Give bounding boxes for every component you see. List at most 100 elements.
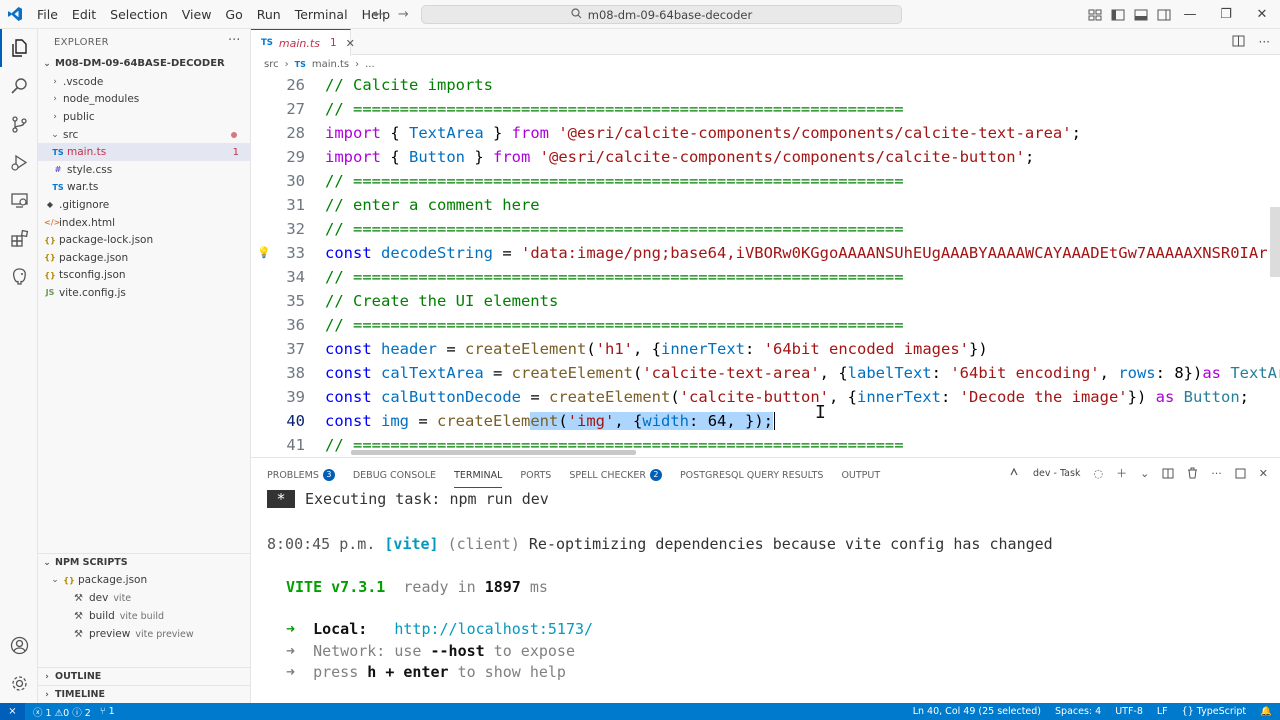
menu-item-terminal[interactable]: Terminal — [294, 6, 348, 22]
postgresql-icon[interactable] — [0, 257, 38, 295]
trash-icon[interactable] — [1187, 467, 1198, 479]
breadcrumb-segment[interactable]: TS — [294, 60, 306, 69]
workspace-root[interactable]: ⌄ M08-DM-09-64BASE-DECODER — [38, 55, 251, 73]
tree-item-src[interactable]: ⌄src — [38, 126, 251, 144]
code-line[interactable]: 34// ===================================… — [251, 265, 1280, 289]
code-line[interactable]: 36// ===================================… — [251, 313, 1280, 337]
close-window-button[interactable]: ✕ — [1256, 7, 1268, 22]
tree-item-tsconfig-json[interactable]: {}tsconfig.json — [38, 267, 251, 285]
explorer-icon[interactable] — [0, 29, 38, 67]
code-line[interactable]: 32// ===================================… — [251, 217, 1280, 241]
encoding[interactable]: UTF-8 — [1115, 706, 1143, 717]
editor-more-icon[interactable]: ··· — [1258, 35, 1270, 49]
search-view-icon[interactable] — [0, 67, 38, 105]
forward-arrow-icon[interactable]: → — [397, 7, 409, 22]
ports-status[interactable]: ⑂ 1 — [100, 706, 115, 717]
tree-item-node-modules[interactable]: ›node_modules — [38, 91, 251, 109]
tab-postgresql-query-results[interactable]: POSTGRESQL QUERY RESULTS — [680, 465, 823, 485]
horizontal-scrollbar[interactable] — [351, 450, 636, 455]
panel-more-icon[interactable]: ··· — [1211, 466, 1222, 480]
notifications-bell-icon[interactable]: 🔔 — [1260, 706, 1272, 717]
breadcrumb-segment[interactable]: main.ts — [311, 59, 350, 70]
menu-item-run[interactable]: Run — [256, 6, 281, 22]
source-control-icon[interactable] — [0, 105, 38, 143]
tree-item-style-css[interactable]: #style.css — [38, 161, 251, 179]
code-line[interactable]: 27// ===================================… — [251, 97, 1280, 121]
cursor-position[interactable]: Ln 40, Col 49 (25 selected) — [912, 706, 1042, 717]
menu-item-file[interactable]: File — [37, 6, 58, 22]
manage-gear-icon[interactable] — [0, 664, 38, 702]
code-line[interactable]: 41// ===================================… — [251, 433, 1280, 456]
extensions-icon[interactable] — [0, 219, 38, 257]
tab-ports[interactable]: PORTS — [520, 465, 551, 485]
npm-package-json[interactable]: ⌄ {} package.json — [38, 571, 251, 589]
new-terminal-icon[interactable]: ＋ — [1116, 467, 1128, 480]
run-debug-icon[interactable] — [0, 143, 38, 181]
chevron-down-icon[interactable]: ⌄ — [1140, 466, 1150, 480]
task-label[interactable]: dev - Task — [1032, 467, 1081, 479]
account-icon[interactable] — [0, 626, 38, 664]
code-line[interactable]: 33💡const decodeString = 'data:image/png;… — [251, 241, 1280, 265]
close-panel-icon[interactable]: ✕ — [1258, 466, 1268, 480]
breadcrumb-segment[interactable]: ... — [365, 59, 375, 70]
indentation[interactable]: Spaces: 4 — [1055, 706, 1102, 717]
problems-status[interactable]: ⓧ 1 ⚠0 ⓘ 2 — [33, 705, 91, 719]
tab-main-ts[interactable]: TS main.ts 1 ✕ — [251, 29, 355, 56]
menu-item-selection[interactable]: Selection — [110, 6, 168, 22]
customize-layout-icon[interactable] — [1088, 9, 1102, 21]
menu-item-view[interactable]: View — [181, 6, 212, 22]
menu-item-go[interactable]: Go — [225, 6, 243, 22]
npm-scripts-header[interactable]: ⌄ NPM SCRIPTS — [38, 553, 251, 571]
outline-header[interactable]: › OUTLINE — [38, 667, 251, 685]
command-center[interactable]: m08-dm-09-64base-decoder — [421, 5, 902, 24]
tree-item--gitignore[interactable]: ◆.gitignore — [38, 196, 251, 214]
maximize-panel-icon[interactable] — [1235, 468, 1246, 479]
maximize-button[interactable]: ❐ — [1220, 7, 1232, 22]
tree-item-public[interactable]: ›public — [38, 108, 251, 126]
code-line[interactable]: 31// enter a comment here — [251, 193, 1280, 217]
tree-item-index-html[interactable]: </>index.html — [38, 214, 251, 232]
vertical-scrollbar[interactable] — [1270, 207, 1280, 277]
tab-terminal[interactable]: TERMINAL — [454, 465, 503, 488]
menu-item-edit[interactable]: Edit — [71, 6, 97, 22]
lightbulb-icon[interactable]: 💡 — [257, 246, 271, 259]
tab-debug-console[interactable]: DEBUG CONSOLE — [353, 465, 436, 485]
toggle-panel-icon[interactable] — [1134, 9, 1148, 21]
code-line[interactable]: 26// Calcite imports — [251, 73, 1280, 97]
back-arrow-icon[interactable]: ← — [373, 7, 384, 22]
menu-item-help[interactable]: Help — [361, 6, 391, 22]
toggle-secondary-sidebar-icon[interactable] — [1157, 9, 1171, 21]
tree-item-package-json[interactable]: {}package.json — [38, 249, 251, 267]
code-line[interactable]: 30// ===================================… — [251, 169, 1280, 193]
tab-output[interactable]: OUTPUT — [841, 465, 880, 485]
language-mode[interactable]: {} TypeScript — [1182, 706, 1247, 717]
toggle-primary-sidebar-icon[interactable] — [1111, 9, 1125, 21]
close-icon[interactable]: ✕ — [345, 36, 355, 50]
remote-explorer-icon[interactable] — [0, 181, 38, 219]
code-line[interactable]: 35// Create the UI elements — [251, 289, 1280, 313]
timeline-header[interactable]: › TIMELINE — [38, 685, 251, 703]
tree-item--vscode[interactable]: ›.vscode — [38, 73, 251, 91]
end-of-line[interactable]: LF — [1156, 706, 1168, 717]
remote-indicator-icon[interactable]: ⨯ — [0, 703, 25, 720]
split-terminal-icon[interactable] — [1162, 468, 1174, 479]
tree-item-package-lock-json[interactable]: {}package-lock.json — [38, 231, 251, 249]
more-actions-icon[interactable]: ··· — [228, 33, 241, 48]
breadcrumb-segment[interactable]: src — [264, 59, 279, 70]
local-url-link[interactable]: http://localhost:5173/ — [394, 620, 594, 638]
